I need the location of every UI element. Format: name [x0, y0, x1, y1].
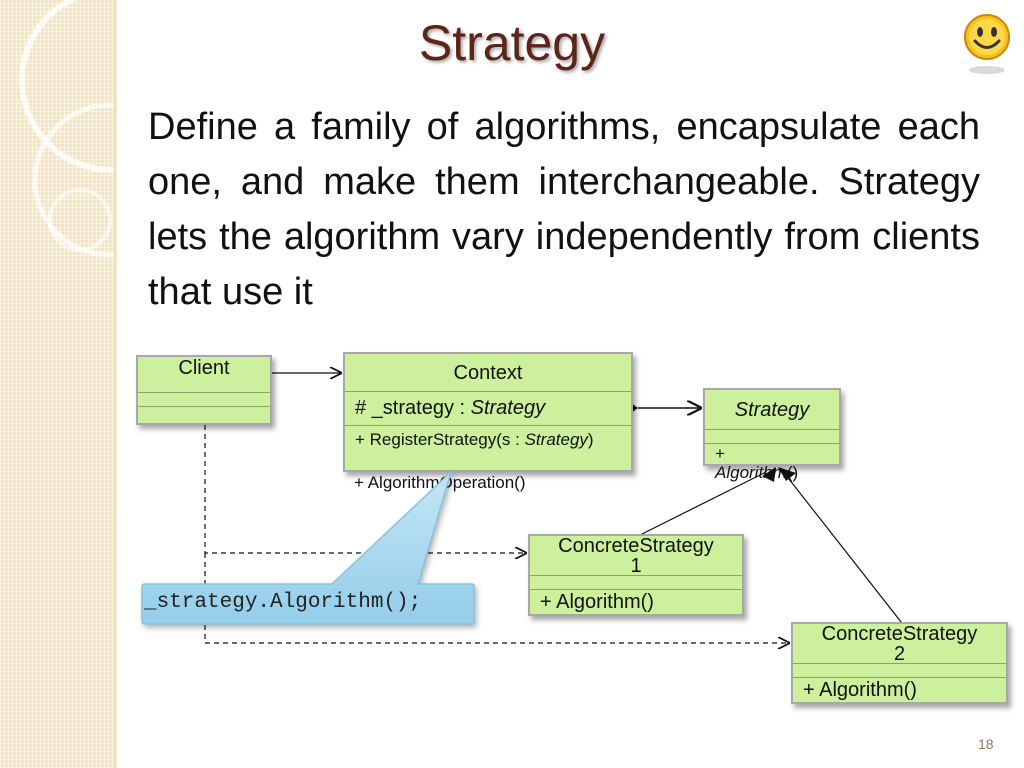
client-class-box: Client	[136, 355, 272, 425]
context-op1-suffix: )	[587, 430, 594, 449]
generalization-arrowhead-2	[778, 467, 796, 481]
strategy-attributes	[705, 430, 839, 444]
concrete1-attributes	[530, 576, 742, 590]
context-class-box: Context # _strategy : Strategy + Registe…	[343, 352, 633, 472]
concrete1-name-line2: 1	[630, 555, 642, 576]
slide-title: Strategy	[418, 15, 606, 71]
strategy-op-suffix: ()	[786, 463, 799, 482]
decorative-sidebar	[0, 0, 114, 768]
context-operations: + RegisterStrategy(s : Strategy)	[345, 426, 631, 470]
context-attribute: # _strategy : Strategy	[345, 392, 631, 426]
smiley-icon	[964, 14, 1010, 74]
strategy-op-prefix: +	[715, 444, 725, 463]
page-number: 18	[978, 736, 994, 752]
definition-text: Define a family of algorithms, encapsula…	[148, 106, 980, 313]
generalization-arrowhead	[762, 467, 776, 482]
concrete2-name-line2: 2	[893, 643, 906, 664]
context-op1-prefix: + RegisterStrategy(s :	[355, 430, 525, 449]
concrete2-generalization	[784, 473, 906, 628]
strategy-op-name: Algorithm	[715, 463, 787, 482]
context-attribute-type: Strategy	[470, 397, 546, 419]
strategy-operation: +Algorithm()	[705, 444, 839, 482]
context-attribute-prefix: # _strategy :	[355, 397, 471, 419]
sidebar-circles-decoration	[19, 0, 114, 258]
context-op1-type: Strategy	[524, 430, 588, 449]
concrete2-name-line1: ConcreteStrategy	[821, 624, 978, 645]
concrete1-operation: + Algorithm()	[540, 591, 654, 613]
concrete2-operation: + Algorithm()	[803, 679, 917, 701]
strategy-interface-box: Strategy +Algorithm()	[703, 388, 841, 482]
client-attributes	[138, 393, 270, 407]
callout-code: _strategy.Algorithm();	[144, 591, 422, 614]
concrete1-name-line1: ConcreteStrategy	[558, 536, 714, 557]
concrete1-generalization	[639, 471, 767, 536]
concrete2-attributes	[793, 664, 1006, 678]
strategy-interface-name: Strategy	[734, 399, 810, 421]
sidebar-edge	[114, 0, 118, 768]
client-class-name: Client	[138, 357, 270, 393]
context-class-name: Context	[345, 354, 631, 392]
